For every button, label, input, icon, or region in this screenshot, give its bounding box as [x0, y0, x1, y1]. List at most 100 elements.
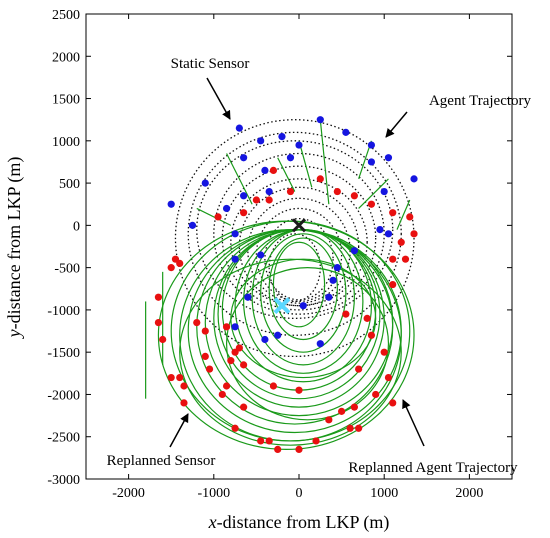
- replanned-sensor-point: [346, 424, 354, 432]
- replanned-sensor-point: [295, 386, 303, 394]
- static-sensor-point: [350, 247, 358, 255]
- replanned-sensor-point: [257, 437, 265, 445]
- static-sensor-point: [231, 323, 239, 331]
- replanned-sensor-point: [235, 344, 243, 352]
- LKP-marker: [291, 218, 307, 233]
- y-tick-label: 1500: [52, 93, 80, 108]
- static-sensor-point: [222, 204, 231, 213]
- agent-trajectory-loop: [221, 165, 377, 311]
- static-sensor-point: [231, 255, 239, 263]
- y-tick-label: -500: [54, 262, 80, 277]
- static-sensor-point: [265, 187, 273, 196]
- replanned-trajectory-loop: [179, 258, 402, 446]
- static-sensor-point: [325, 293, 333, 301]
- static-sensor-point: [380, 187, 388, 196]
- replanned-sensor-point: [240, 209, 248, 217]
- static-sensor-point: [376, 225, 384, 234]
- replanned-sensor-point: [171, 255, 180, 263]
- replanned-trajectory-loop: [260, 233, 347, 353]
- static-sensor-point: [274, 331, 282, 339]
- replanned-sensor-point: [167, 264, 175, 272]
- replanned-sensor-point: [222, 323, 231, 331]
- replanned-sensor-point: [295, 445, 303, 454]
- replanned-sensor-point: [367, 331, 376, 339]
- replanned-trajectory-segment: [196, 207, 232, 226]
- replanned-sensor-annotation: Replanned Sensor: [107, 453, 216, 469]
- replanned-trajectory-segment: [226, 153, 253, 205]
- replanned-sensor-point: [159, 335, 167, 344]
- replanned-sensor-point: [384, 373, 393, 382]
- static-sensor-point: [299, 302, 307, 310]
- replanned-sensor-point: [406, 213, 414, 221]
- x-tick-label: 1000: [370, 486, 398, 501]
- replanned-agent-trajectory-arrow: [402, 399, 425, 447]
- replanned-sensor-point: [389, 209, 397, 217]
- replanned-sensor-point: [355, 365, 363, 373]
- replanned-sensor-point: [240, 361, 248, 369]
- static-sensor-point: [384, 230, 393, 238]
- static-sensor-annotation: Static Sensor: [171, 56, 250, 72]
- replanned-trajectory-loop: [251, 228, 355, 366]
- y-axis-label: y-distance from LKP (m): [4, 157, 25, 340]
- replanned-sensor-point: [367, 200, 376, 208]
- y-tick-label: 2000: [52, 50, 80, 65]
- replanned-sensor-point: [355, 424, 363, 432]
- replanned-sensor-point: [218, 390, 226, 399]
- static-sensor-point: [188, 221, 197, 229]
- replanned-sensor-point: [201, 352, 209, 361]
- agent-trajectory-loop: [247, 197, 351, 304]
- agent-trajectory-loop: [268, 233, 321, 303]
- replanned-sensor-point: [350, 403, 358, 411]
- static-sensor-point: [244, 293, 252, 301]
- replanned-sensor-point: [205, 365, 214, 373]
- replanned-trajectory-loop: [272, 241, 326, 328]
- replanned-sensor-point: [214, 213, 222, 221]
- static-sensor-layer: [167, 116, 418, 348]
- agent-trajectory-loop: [264, 217, 334, 301]
- plot-area: [85, 13, 513, 480]
- replanned-sensor-point: [269, 166, 278, 175]
- replanned-sensor-arrow: [169, 413, 189, 448]
- replanned-sensor-point: [201, 327, 209, 335]
- replanned-sensor-layer: [154, 166, 418, 454]
- x-axis-label: x-distance from LKP (m): [208, 512, 390, 533]
- static-sensor-point: [261, 335, 269, 344]
- replanned-sensor-point: [265, 196, 273, 204]
- replanned-sensor-point: [372, 390, 380, 399]
- replanned-sensor-point: [274, 445, 282, 454]
- replanned-sensor-point: [316, 175, 324, 183]
- replanned-trajectory-segment: [319, 119, 330, 205]
- agent-trajectory-loop: [255, 207, 343, 303]
- static-sensor-point: [235, 124, 243, 132]
- x-tick-label: 0: [296, 486, 303, 501]
- static-sensor-point: [410, 175, 418, 183]
- y-tick-label: 0: [73, 219, 80, 234]
- replanned-trajectory-segment: [298, 140, 313, 188]
- replanned-sensor-point: [286, 187, 295, 196]
- static-sensor-point: [367, 158, 376, 166]
- replanned-trajectory-segment: [396, 199, 411, 230]
- y-ticks: 25002000150010005000-500-1000-1500-2000-…: [47, 8, 512, 488]
- y-tick-label: -2000: [47, 388, 80, 403]
- replanned-sensor-point: [397, 238, 405, 246]
- y-tick-label: 2500: [52, 8, 80, 23]
- agent-trajectory-loop: [174, 119, 415, 358]
- replanned-sensor-point: [389, 255, 397, 263]
- replanned-sensor-point: [325, 416, 333, 424]
- static-sensor-point: [240, 154, 248, 162]
- static-sensor-arrow: [206, 77, 231, 120]
- replanned-sensor-point: [180, 382, 188, 390]
- static-sensor-point: [231, 230, 239, 238]
- x-tick-label: 2000: [455, 486, 483, 501]
- static-sensor-point: [261, 166, 269, 175]
- static-sensor-point: [257, 251, 265, 259]
- replanned-sensor-point: [380, 348, 388, 356]
- marker-layer: [273, 218, 307, 315]
- agent-trajectory-loop: [230, 178, 368, 307]
- static-sensor-point: [384, 154, 393, 162]
- agent-trajectory-loop: [196, 140, 394, 320]
- static-sensor-point: [316, 116, 324, 124]
- static-sensor-point: [278, 132, 286, 141]
